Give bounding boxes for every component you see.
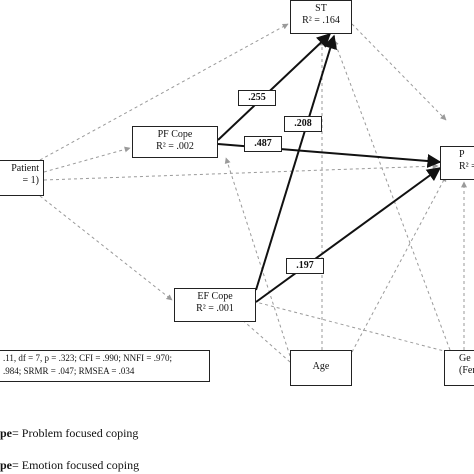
node-right-outcome-r2: R² = [459,161,474,172]
fit-statistics-line-2: .984; SRMR = .047; RMSEA = .034 [3,366,135,376]
node-gender-sub: (Fem [459,365,474,376]
node-st-label: ST [315,3,327,14]
dashed-path-age-to-ef [237,315,291,363]
node-pf-cope-r2: R² = .002 [156,141,194,152]
legend-pf-cope-text: = Problem focused coping [12,426,139,440]
node-st-r2: R² = .164 [302,15,340,26]
legend-pf-cope-abbr: pe [0,426,12,440]
dashed-path-patient-to-st [39,23,289,161]
dashed-path-patient-to-pf [43,146,131,173]
coef-pf-to-st: .255 [238,90,276,106]
node-st: ST R² = .164 [290,0,352,34]
fit-statistics-box: .11, df = 7, p = .323; CFI = .990; NNFI … [0,350,210,382]
legend-pf-cope: pe= Problem focused coping [0,426,138,441]
node-right-outcome-label: P [459,149,465,160]
path-pf-to-st [217,33,332,141]
node-pf-cope: PF Cope R² = .002 [132,126,218,158]
legend-ef-cope-text: = Emotion focused coping [12,458,140,472]
path-ef-to-p [255,167,442,303]
legend-ef-cope: pe= Emotion focused coping [0,458,139,473]
legend-ef-cope-abbr: pe [0,458,12,472]
node-patient-sub: = 1) [22,175,39,186]
node-patient: Patient = 1) [0,160,44,196]
node-age: Age [290,350,352,386]
node-ef-cope-label: EF Cope [197,291,233,302]
node-patient-label: Patient [11,163,39,174]
dashed-path-patient-to-p [43,163,439,181]
coef-pf-to-p: .487 [244,136,282,152]
node-right-outcome: P R² = [440,146,474,180]
node-ef-cope: EF Cope R² = .001 [174,288,256,322]
node-gender: Ge (Fem [444,350,474,386]
dashed-path-patient-to-ef [39,195,173,301]
dashed-path-gender-to-ef [247,298,449,353]
coef-ef-to-st: .208 [284,116,322,132]
node-age-label: Age [312,361,330,372]
dashed-path-st-to-p [351,23,447,121]
coef-ef-to-p: .197 [286,258,324,274]
dashed-path-gender-to-st [333,39,451,351]
node-ef-cope-r2: R² = .001 [196,303,234,314]
path-ef-to-st [255,34,337,291]
dashed-path-age-to-p [351,175,447,353]
node-pf-cope-label: PF Cope [157,129,193,140]
fit-statistics-line-1: .11, df = 7, p = .323; CFI = .990; NNFI … [3,353,172,363]
node-gender-label: Ge [459,353,471,364]
dashed-path-age-to-pf [224,157,291,357]
